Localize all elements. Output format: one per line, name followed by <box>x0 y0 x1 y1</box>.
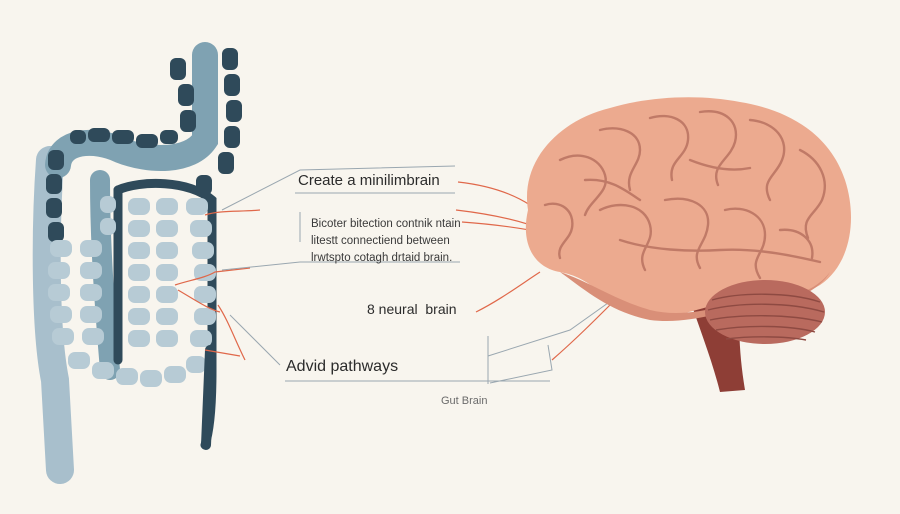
light-segments <box>48 196 216 387</box>
red-connector-5 <box>217 304 246 361</box>
red-brain-5 <box>551 299 616 361</box>
red-connector-3 <box>177 289 221 313</box>
gray-line-desc <box>221 261 460 271</box>
description-line-3: lrwtspto cotagh drtaid brain. <box>311 252 453 264</box>
gray-line-title <box>221 165 456 211</box>
cerebellum-stripes <box>707 293 825 341</box>
red-brain-4 <box>475 271 541 313</box>
gray-line-to-brain-1 <box>487 297 616 357</box>
connector-lines <box>174 165 616 384</box>
red-connector-4 <box>204 349 241 357</box>
gut-tail <box>201 345 215 450</box>
red-brain-1 <box>457 181 531 206</box>
label-neural: 8 neural brain <box>367 301 457 317</box>
cerebrum <box>525 97 852 316</box>
cerebrum-shadow <box>560 272 830 322</box>
brain-folds <box>543 110 826 280</box>
red-connector-2 <box>174 267 251 286</box>
label-caption: Gut Brain <box>441 395 488 407</box>
gut-illustration <box>32 42 242 484</box>
upper-colon-loop <box>45 42 218 178</box>
label-title: Create a minilimbrain <box>298 172 440 189</box>
gray-line-to-brain-2 <box>489 344 553 384</box>
dark-segments <box>46 48 242 242</box>
gray-line-path <box>229 314 281 366</box>
description-line-1: Bicoter bitection contnik ntain <box>311 218 461 230</box>
label-pathways: Advid pathways <box>286 358 399 375</box>
label-description: Bicoter bitection contnik ntain litestt … <box>311 216 461 267</box>
brain-illustration <box>525 97 852 392</box>
red-connector-1 <box>204 209 261 216</box>
description-line-2: litestt connectiend between <box>311 235 450 247</box>
cerebellum <box>705 280 825 344</box>
